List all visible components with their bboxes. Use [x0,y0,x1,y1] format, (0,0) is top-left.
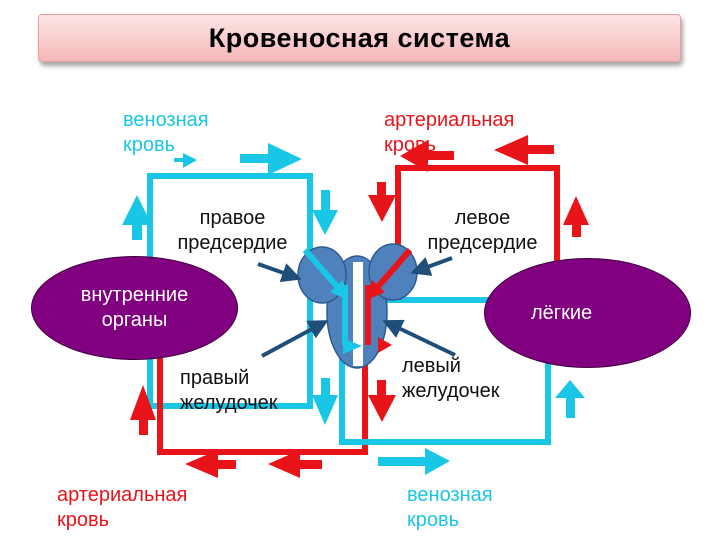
heart-septum [353,262,363,366]
arterial-flow-arrows [130,135,589,478]
label-arterial-blood-bottom: артериальная кровь [57,484,188,531]
label-right-ventricle: правый желудочек [180,367,278,414]
arterial-arrow [185,450,218,478]
arterial-arrow [563,196,589,225]
arterial-arrow [400,140,428,172]
venous-arrow [183,153,197,168]
page-title: Кровеносная система [208,22,511,53]
pointer-left-atrium [410,256,453,276]
venous-flow-arrows [122,143,585,475]
organ-lungs: лёгкие [484,258,691,368]
pointer-left-ventricle [382,319,456,357]
arterial-arrow [494,135,528,165]
venous-arrow [268,143,302,175]
organ-internal-label: внутренние органы [80,284,189,331]
pointer-right-ventricle [261,320,329,358]
organ-lungs-label: лёгкие [531,301,593,324]
pulmonary-loop-venous [339,297,551,445]
arterial-arrow [268,450,300,478]
title-banner: Кровеносная система [38,14,681,62]
venous-arrow [312,210,338,235]
label-venous-blood-top: венозная кровь [123,109,209,156]
arterial-arrow [130,385,156,420]
organ-internal: внутренние органы [31,256,238,360]
venous-arrow [122,195,152,225]
label-left-atrium: левое предсердие [427,207,538,254]
label-right-atrium: правое предсердие [177,207,288,254]
venous-arrow [555,380,585,398]
label-arterial-blood-top: артериальная кровь [384,109,515,156]
flow-out-right-ventricle-head [343,338,362,354]
systemic-loop-arterial [157,300,368,455]
flow-in-right-atrium [302,248,343,292]
arterial-arrow [368,395,396,422]
pointer-right-atrium [257,262,302,283]
label-left-ventricle: левый желудочек [402,355,500,402]
flow-out-left-ventricle-head [378,337,392,353]
pulmonary-loop-arterial [395,165,560,300]
venous-arrow [425,448,450,475]
flow-in-left-atrium [372,248,413,292]
venous-arrow [312,395,338,425]
flow-in-left-atrium-head [367,280,385,300]
arterial-arrow [368,195,396,222]
label-venous-blood-bottom: венозная кровь [407,484,493,531]
